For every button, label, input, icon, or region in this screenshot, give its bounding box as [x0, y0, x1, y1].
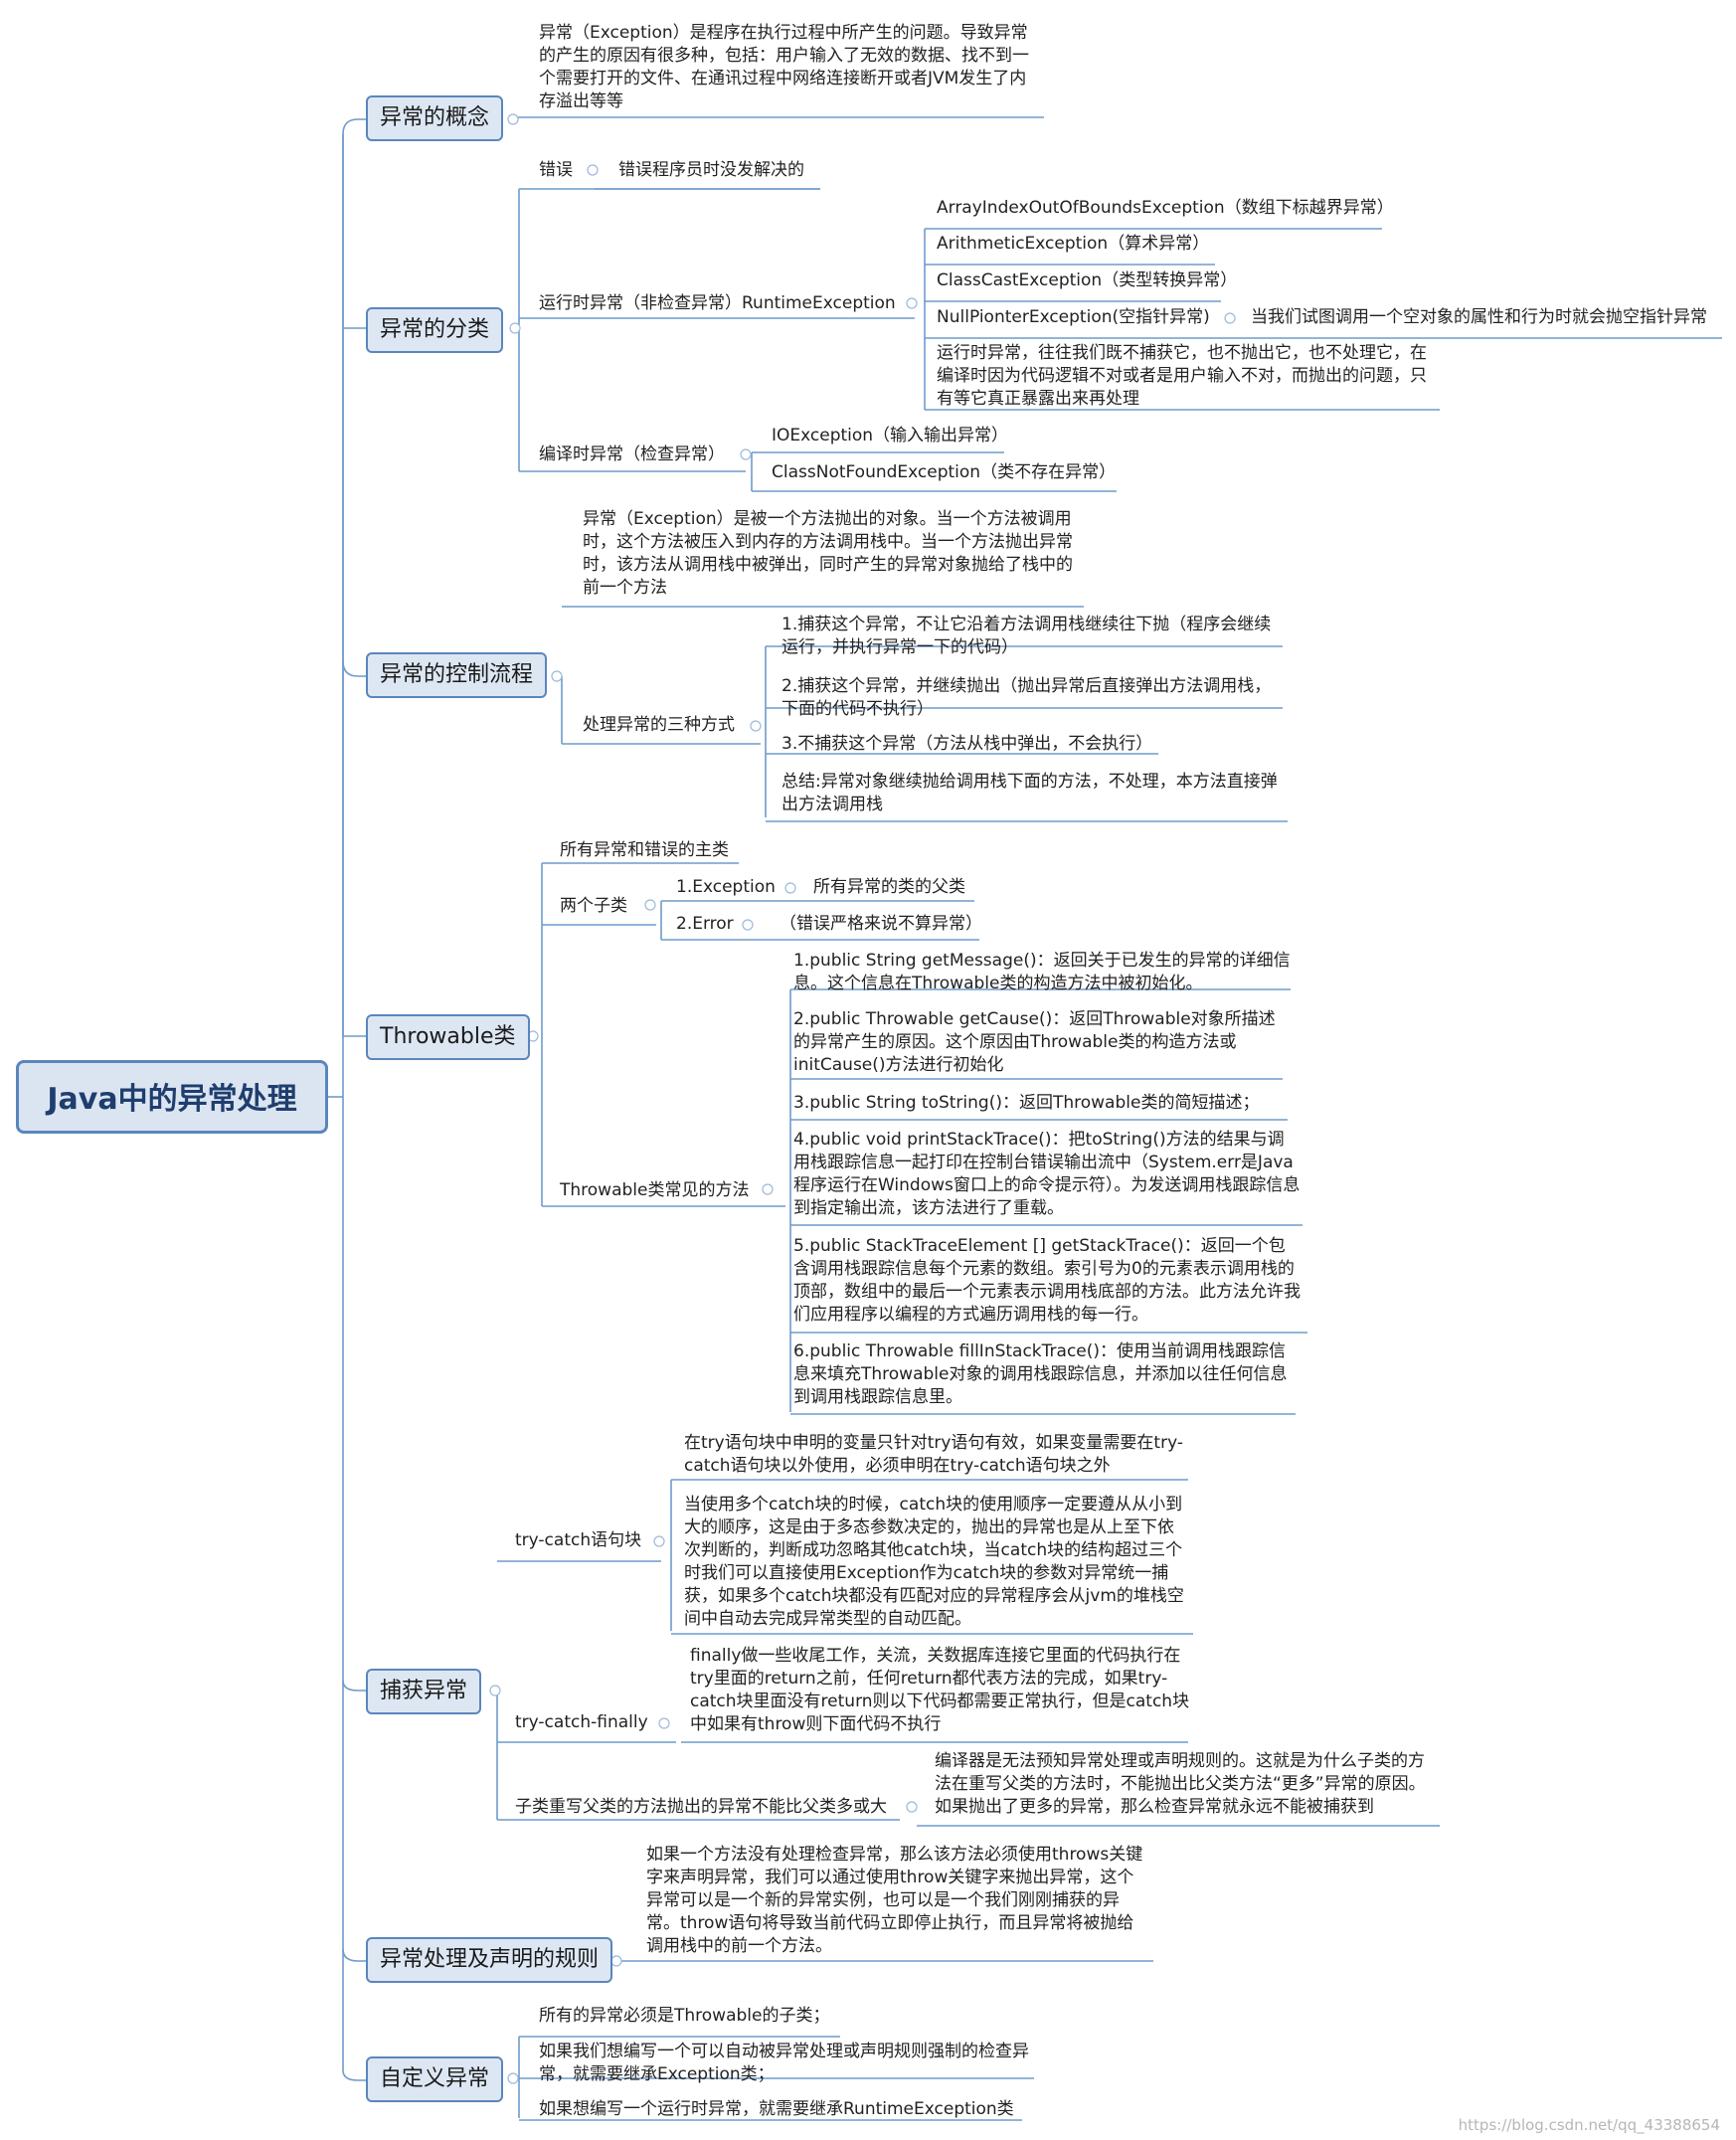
classify-error-desc: 错误程序员时没发解决的 [618, 160, 804, 180]
throwable-error-desc: （错误严格来说不算异常） [780, 914, 982, 934]
catch-override-label: 子类重写父类的方法抛出的异常不能比父类多或大 [515, 1797, 887, 1817]
catch-finally-note: finally做一些收尾工作，关流，关数据库连接它里面的代码执行在try里面的r… [690, 1646, 1190, 1734]
classify-checked-label: 编译时异常（检查异常） [539, 445, 725, 464]
flow-way: 总结:异常对象继续抛给调用栈下面的方法，不处理，本方法直接弹出方法调用栈 [781, 772, 1278, 814]
rules-text: 如果一个方法没有处理检查异常，那么该方法必须使用throws关键字来声明异常，我… [646, 1845, 1143, 1956]
topic-rules[interactable]: 异常处理及声明的规则 [366, 1937, 613, 1983]
flow-intro: 异常（Exception）是被一个方法抛出的对象。当一个方法被调用时，这个方法被… [583, 509, 1073, 598]
runtime-item: ClassCastException（类型转换异常） [937, 270, 1238, 290]
checked-item: IOException（输入输出异常） [772, 426, 1009, 446]
catch-trycatch-note: 当使用多个catch块的时候，catch块的使用顺序一定要遵从从小到大的顺序，这… [684, 1495, 1184, 1629]
custom-item: 如果我们想编写一个可以自动被异常处理或声明规则强制的检查异常，就需要继承Exce… [539, 2042, 1029, 2084]
throwable-method: 3.public String toString()：返回Throwable类的… [793, 1093, 1260, 1113]
catch-trycatch-label: try-catch语句块 [515, 1530, 642, 1550]
throwable-exception-desc: 所有异常的类的父类 [813, 877, 965, 897]
topic-catch[interactable]: 捕获异常 [366, 1669, 482, 1714]
topic-concept[interactable]: 异常的概念 [366, 95, 504, 141]
topic-throwable[interactable]: Throwable类 [366, 1014, 530, 1060]
runtime-item: NullPionterException(空指针异常) [937, 307, 1210, 327]
custom-item: 所有的异常必须是Throwable的子类； [539, 2006, 830, 2026]
runtime-item: ArrayIndexOutOfBoundsException（数组下标越界异常） [937, 198, 1394, 218]
concept-text: 异常（Exception）是程序在执行过程中所产生的问题。导致异常的产生的原因有… [539, 23, 1029, 111]
checked-item: ClassNotFoundException（类不存在异常） [772, 462, 1117, 482]
throwable-method: 1.public String getMessage()：返回关于已发生的异常的… [793, 951, 1291, 993]
classify-runtime-label: 运行时异常（非检查异常）RuntimeException [539, 293, 896, 313]
throwable-two-sub: 两个子类 [560, 896, 627, 916]
root-topic[interactable]: Java中的异常处理 [16, 1060, 328, 1134]
topic-flow[interactable]: 异常的控制流程 [366, 652, 548, 698]
flow-ways-label: 处理异常的三种方式 [583, 715, 735, 735]
topic-custom[interactable]: 自定义异常 [366, 2056, 504, 2102]
catch-override-note: 编译器是无法预知异常处理或声明规则的。这就是为什么子类的方法在重写父类的方法时，… [935, 1751, 1426, 1817]
custom-item: 如果想编写一个运行时异常，就需要继承RuntimeException类 [539, 2099, 1014, 2119]
throwable-exception-label: 1.Exception [676, 877, 776, 897]
catch-finally-label: try-catch-finally [515, 1712, 648, 1732]
throwable-method: 4.public void printStackTrace()：把toStrin… [793, 1130, 1301, 1218]
classify-error-label: 错误 [539, 160, 573, 180]
throwable-method: 2.public Throwable getCause()：返回Throwabl… [793, 1009, 1276, 1075]
watermark: https://blog.csdn.net/qq_43388654 [1458, 2116, 1720, 2134]
npe-desc: 当我们试图调用一个空对象的属性和行为时就会抛空指针异常 [1251, 307, 1707, 327]
flow-way: 2.捕获这个异常，并继续抛出（抛出异常后直接弹出方法调用栈，下面的代码不执行） [781, 676, 1272, 719]
flow-way: 3.不捕获这个异常（方法从栈中弹出，不会执行） [781, 734, 1153, 754]
throwable-error-label: 2.Error [676, 914, 734, 934]
catch-trycatch-note: 在try语句块中申明的变量只针对try语句有效，如果变量需要在try-catch… [684, 1433, 1183, 1476]
throwable-method: 6.public Throwable fillInStackTrace()：使用… [793, 1341, 1288, 1407]
runtime-item: ArithmeticException（算术异常） [937, 234, 1210, 254]
topic-classify[interactable]: 异常的分类 [366, 307, 504, 353]
throwable-main-class: 所有异常和错误的主类 [560, 840, 729, 860]
throwable-methods-label: Throwable类常见的方法 [560, 1180, 750, 1200]
flow-way: 1.捕获这个异常，不让它沿着方法调用栈继续往下抛（程序会继续运行，并执行异常一下… [781, 615, 1272, 657]
runtime-note: 运行时异常，往往我们既不捕获它，也不抛出它，也不处理它，在编译时因为代码逻辑不对… [937, 343, 1427, 409]
throwable-method: 5.public StackTraceElement [] getStackTr… [793, 1236, 1301, 1325]
